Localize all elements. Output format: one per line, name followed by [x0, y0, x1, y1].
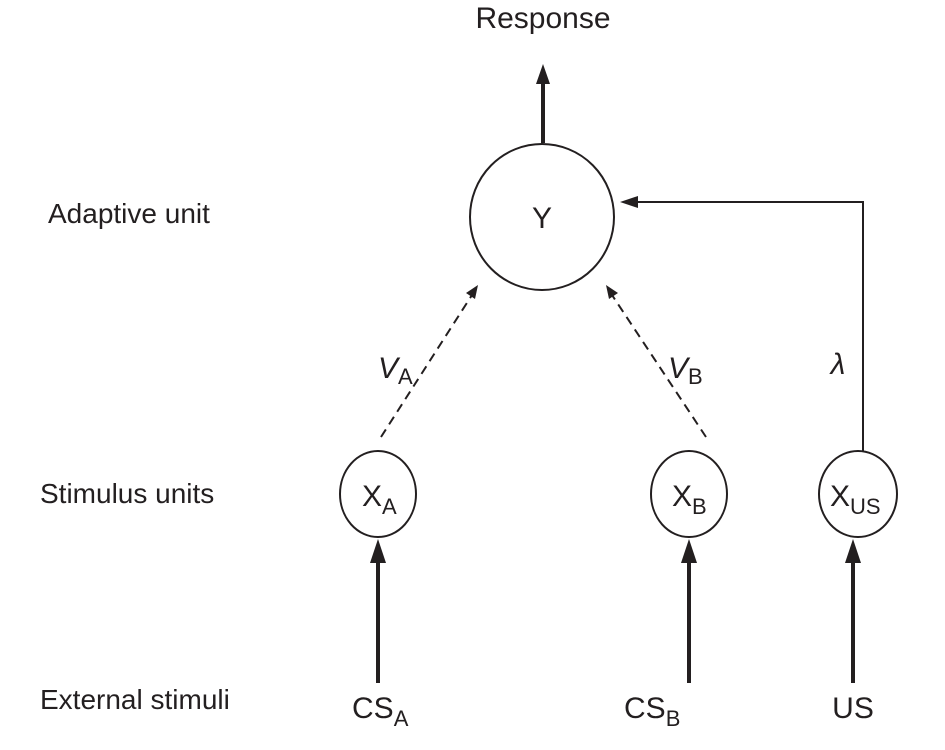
stimulus-unit-xa-label: XA: [362, 480, 397, 519]
stimulus-unit-xb-label: XB: [672, 480, 707, 519]
stimulus-unit-xa: XA: [339, 450, 417, 538]
input-arrow-a-head-icon: [370, 539, 386, 563]
response-arrowhead-icon: [536, 64, 550, 84]
row-label-external: External stimuli: [40, 684, 230, 715]
adaptive-unit-node: [469, 143, 615, 291]
stimulus-unit-xb: XB: [650, 450, 728, 538]
response-label: Response: [475, 2, 610, 35]
weight-a-connection: [380, 294, 473, 438]
teaching-signal-line: [636, 201, 864, 465]
external-stimulus-csb-label: CSB: [624, 692, 680, 731]
external-stimulus-us-label: US: [832, 692, 874, 725]
weight-a-arrowhead-icon: [466, 285, 478, 299]
stimulus-unit-xus: XUS: [818, 450, 898, 538]
external-stimulus-csa-label: CSA: [352, 692, 409, 731]
teaching-signal-arrowhead-icon: [620, 196, 638, 208]
row-label-stimulus: Stimulus units: [40, 478, 214, 509]
weight-b-arrowhead-icon: [606, 285, 618, 299]
stimulus-unit-xa-node: [339, 450, 417, 538]
weight-b-connection: [611, 294, 707, 438]
adaptive-unit-label: Y: [532, 202, 552, 235]
stimulus-unit-xb-node: [650, 450, 728, 538]
row-label-adaptive: Adaptive unit: [48, 198, 210, 229]
weight-a-label: VA: [378, 352, 413, 389]
input-arrow-us-head-icon: [845, 539, 861, 563]
weight-b-label: VB: [668, 352, 703, 389]
stimulus-unit-xus-label: XUS: [830, 480, 881, 519]
input-arrow-b-head-icon: [681, 539, 697, 563]
stimulus-unit-xus-node: [818, 450, 898, 538]
lambda-label: λ: [829, 348, 846, 381]
